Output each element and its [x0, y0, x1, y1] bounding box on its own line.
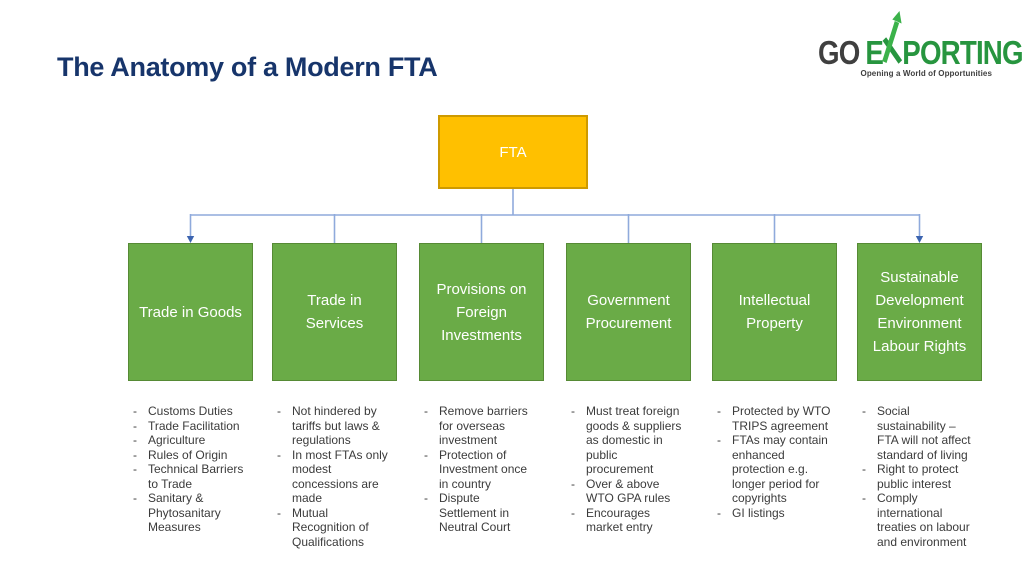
bullet-text: Not hindered by tariffs but laws & regul…: [292, 404, 380, 447]
bullet-dash: -: [717, 433, 721, 447]
bullet-dash: -: [133, 491, 137, 505]
branch-detail-list-5: -Protected by WTO TRIPS agreement-FTAs m…: [717, 404, 832, 520]
branch-node-1[interactable]: Trade in Goods: [128, 243, 253, 381]
bullet-dash: -: [133, 404, 137, 418]
bullet-item: -GI listings: [717, 506, 832, 521]
bullet-dash: -: [277, 505, 281, 520]
bullet-item: -Not hindered by tariffs but laws & regu…: [277, 404, 392, 448]
bullet-item: -Sanitary & Phytosanitary Measures: [133, 491, 248, 535]
bullet-text: FTAs may contain enhanced protection e.g…: [732, 433, 828, 505]
logo-tagline: Opening a World of Opportunities: [860, 69, 992, 78]
bullet-dash: -: [133, 433, 137, 447]
bullet-text: GI listings: [732, 505, 785, 520]
bullet-item: -Dispute Settlement in Neutral Court: [424, 491, 539, 535]
branch-node-6[interactable]: Sustainable Development Environment Labo…: [857, 243, 982, 381]
bullet-dash: -: [862, 491, 866, 505]
bullet-item: -Mutual Recognition of Qualifications: [277, 506, 392, 550]
bullet-item: -Right to protect public interest: [862, 462, 977, 491]
bullet-text: Rules of Origin: [148, 447, 228, 462]
branch-node-3[interactable]: Provisions on Foreign Investments: [419, 243, 544, 381]
bullet-text: Protected by WTO TRIPS agreement: [732, 404, 831, 433]
logo-go-text: GO: [818, 34, 860, 71]
bullet-text: Over & above WTO GPA rules: [586, 476, 671, 506]
logo-exporting-text: E PORTING: [865, 11, 1024, 71]
bullet-item: -FTAs may contain enhanced protection e.…: [717, 433, 832, 506]
bullet-dash: -: [717, 505, 721, 520]
bullet-item: -Comply international treaties on labour…: [862, 491, 977, 549]
page-title: The Anatomy of a Modern FTA: [57, 52, 438, 82]
bullet-item: -In most FTAs only modest concessions ar…: [277, 448, 392, 506]
bullet-dash: -: [277, 447, 281, 462]
bullet-item: -Protection of Investment once in countr…: [424, 448, 539, 492]
bullet-text: Right to protect public interest: [877, 462, 959, 491]
bullet-item: -Agriculture: [133, 433, 248, 448]
bullet-item: -Protected by WTO TRIPS agreement: [717, 404, 832, 433]
branch-detail-list-1: -Customs Duties-Trade Facilitation-Agric…: [133, 404, 248, 535]
bullet-dash: -: [424, 491, 428, 505]
bullet-text: Encourages market entry: [586, 505, 653, 535]
logo-porting-letters: PORTING: [902, 34, 1023, 71]
bullet-dash: -: [424, 447, 428, 462]
bullet-text: Trade Facilitation: [148, 418, 240, 433]
branch-label: Trade in Goods: [139, 303, 242, 321]
growth-arrow-icon: [882, 11, 903, 64]
branch-node-5[interactable]: Intellectual Property: [712, 243, 837, 381]
bullet-item: -Over & above WTO GPA rules: [571, 477, 686, 506]
branch-detail-list-3: -Remove barriers for overseas investment…: [424, 404, 539, 535]
branch-label: Sustainable Development Environment Labo…: [872, 269, 967, 355]
bullet-dash: -: [133, 447, 137, 462]
bullet-item: -Must treat foreign goods & suppliers as…: [571, 404, 686, 477]
bullet-dash: -: [571, 404, 575, 418]
bullet-text: Agriculture: [148, 433, 206, 447]
branch-node-2[interactable]: Trade in Services: [272, 243, 397, 381]
bullet-text: Social sustainability – FTA will not aff…: [877, 404, 971, 462]
branch-label: Provisions on Foreign Investments: [436, 280, 527, 344]
bullet-text: Dispute Settlement in Neutral Court: [439, 491, 511, 534]
bullet-item: -Technical Barriers to Trade: [133, 462, 248, 491]
bullet-text: Sanitary & Phytosanitary Measures: [148, 491, 221, 534]
bullet-dash: -: [133, 462, 137, 476]
bullet-text: Mutual Recognition of Qualifications: [292, 505, 369, 549]
branch-label: Trade in Services: [305, 292, 364, 332]
branch-node-4[interactable]: Government Procurement: [566, 243, 691, 381]
bullet-text: Technical Barriers to Trade: [148, 462, 244, 491]
bullet-dash: -: [862, 462, 866, 476]
bullet-item: -Social sustainability – FTA will not af…: [862, 404, 977, 462]
bullet-item: -Remove barriers for overseas investment: [424, 404, 539, 448]
fta-root-label: FTA: [499, 143, 527, 161]
bullet-dash: -: [717, 404, 721, 418]
branch-detail-list-2: -Not hindered by tariffs but laws & regu…: [277, 404, 392, 549]
bullet-item: -Trade Facilitation: [133, 419, 248, 434]
bullet-item: -Rules of Origin: [133, 448, 248, 463]
bullet-text: Comply international treaties on labour …: [877, 491, 970, 549]
fta-root-node[interactable]: FTA: [438, 115, 588, 189]
bullet-dash: -: [571, 505, 575, 520]
bullet-dash: -: [277, 404, 281, 418]
bullet-text: Customs Duties: [148, 404, 233, 418]
bullet-item: -Encourages market entry: [571, 506, 686, 535]
bullet-text: Remove barriers for overseas investment: [439, 404, 528, 447]
bullet-text: Must treat foreign goods & suppliers as …: [586, 404, 682, 476]
bullet-dash: -: [571, 476, 575, 491]
bullet-item: -Customs Duties: [133, 404, 248, 419]
bullet-text: In most FTAs only modest concessions are…: [292, 447, 388, 506]
logo-e-letter: E: [865, 34, 883, 71]
branch-detail-list-4: -Must treat foreign goods & suppliers as…: [571, 404, 686, 535]
bullet-dash: -: [862, 404, 866, 418]
branch-detail-list-6: -Social sustainability – FTA will not af…: [862, 404, 977, 549]
branch-label: Government Procurement: [585, 292, 672, 332]
bullet-dash: -: [424, 404, 428, 418]
bullet-text: Protection of Investment once in country: [439, 447, 528, 491]
bullet-dash: -: [133, 418, 137, 433]
branch-label: Intellectual Property: [738, 292, 811, 332]
